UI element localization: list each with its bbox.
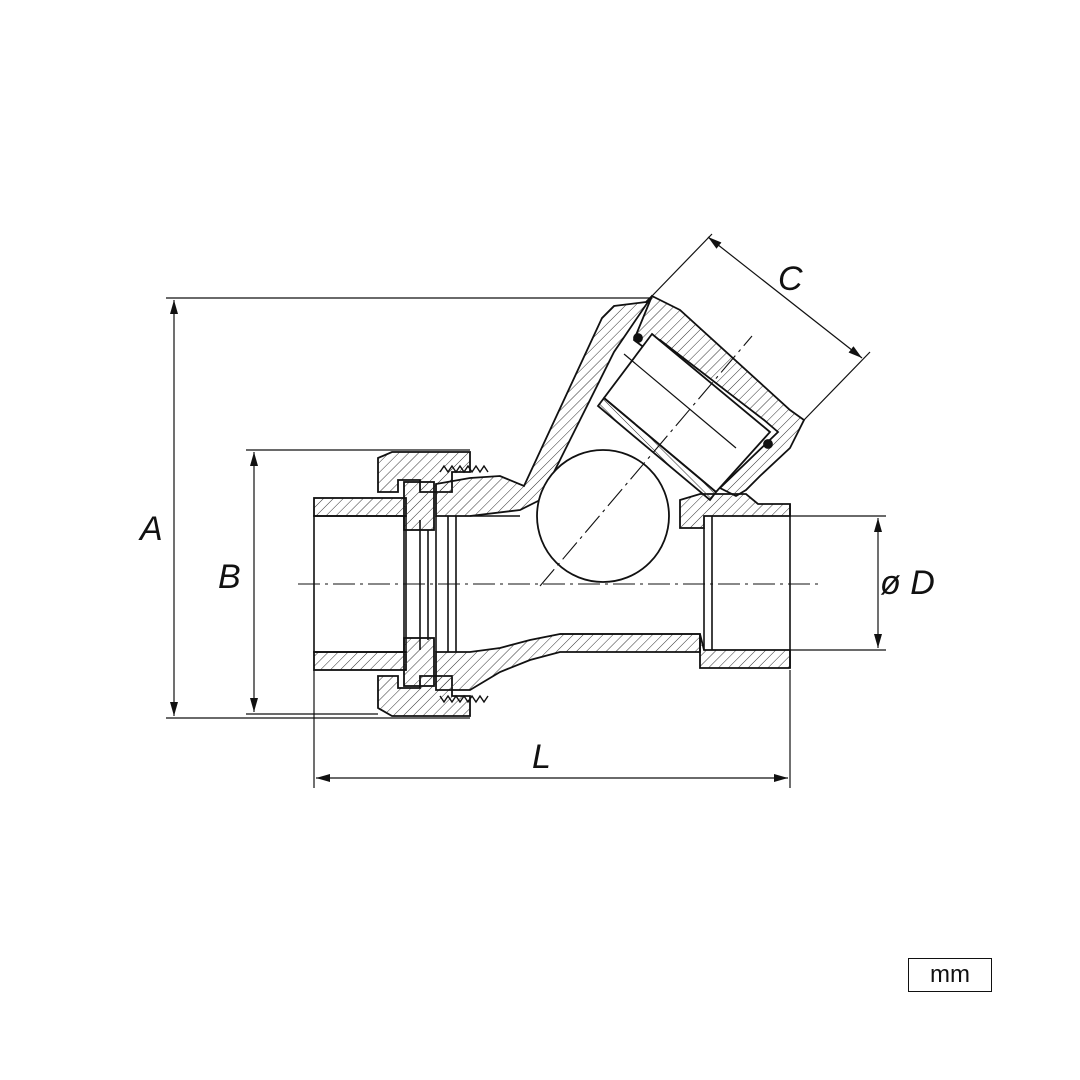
body-bottom-wall	[435, 633, 701, 691]
body-top-wall	[435, 295, 653, 517]
unit-text: mm	[930, 961, 970, 988]
screen-band	[596, 396, 718, 502]
dimension-label-c: C	[778, 260, 803, 298]
thread-bottom	[439, 694, 489, 704]
oring-top-icon	[633, 333, 643, 343]
dimension-label-a: A	[140, 510, 163, 548]
dimension-lines	[166, 233, 886, 788]
left-socket-top-wall	[313, 497, 407, 517]
tailpiece-bottom	[403, 637, 435, 687]
dimension-label-b: B	[218, 558, 241, 596]
tailpiece-top	[403, 481, 435, 531]
centre-lines	[298, 335, 820, 587]
right-socket-bottom-wall	[699, 633, 791, 669]
unit-label: mm	[908, 958, 992, 992]
dimension-label-d: ø D	[880, 564, 935, 602]
branch-axis	[539, 335, 753, 587]
oring-bottom-icon	[763, 439, 773, 449]
thread-top	[439, 464, 489, 474]
dim-c-line	[707, 236, 863, 359]
valve-body	[313, 294, 806, 717]
strainer-chamber-circle	[536, 449, 670, 583]
left-socket-bottom-wall	[313, 651, 407, 671]
dimension-label-l: L	[532, 738, 551, 776]
right-socket-top-wall	[679, 493, 791, 529]
union-threads	[439, 464, 489, 704]
